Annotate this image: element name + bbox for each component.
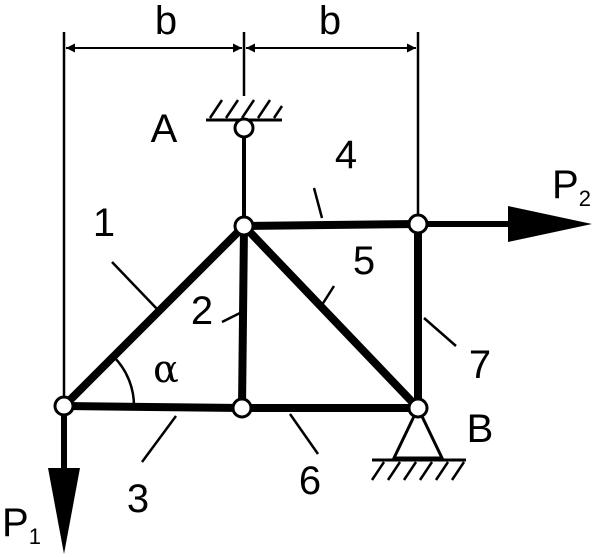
leader-member-2 — [221, 308, 247, 324]
dimension-label-left: b — [155, 0, 177, 43]
leader-lines — [111, 187, 457, 463]
leader-member-4 — [312, 187, 324, 219]
member-label-7: 7 — [469, 343, 491, 387]
load-label-p2: P2 — [552, 163, 591, 211]
leader-member-7 — [423, 317, 457, 347]
member-2 — [238, 222, 248, 412]
dimension-lines — [62, 32, 420, 404]
member-label-2: 2 — [191, 289, 213, 333]
member-4 — [240, 220, 422, 230]
load-p2-letter: P — [552, 163, 579, 207]
member-3 — [60, 402, 246, 412]
joint-top-right — [407, 213, 429, 235]
member-5 — [240, 222, 422, 412]
member-label-4: 4 — [335, 133, 357, 177]
leader-member-5 — [318, 285, 336, 309]
leader-member-3 — [140, 415, 178, 463]
joint-top-center — [233, 215, 255, 237]
node-label-a: A — [151, 107, 178, 151]
load-p2-subscript: 2 — [579, 186, 591, 211]
member-label-6: 6 — [299, 459, 321, 503]
truss-joints — [53, 117, 429, 419]
support-b-pin-icon — [370, 404, 466, 481]
member-label-1: 1 — [93, 201, 115, 245]
dimension-label-right: b — [319, 0, 341, 43]
joint-a — [233, 117, 255, 139]
load-label-p1: P1 — [2, 501, 41, 549]
member-1 — [60, 222, 248, 410]
load-p1-subscript: 1 — [29, 524, 41, 549]
joint-bottom-left — [53, 395, 75, 417]
load-p2-arrow — [418, 206, 592, 242]
member-label-3: 3 — [127, 477, 149, 521]
joint-b — [407, 397, 429, 419]
leader-member-6 — [288, 413, 320, 455]
node-label-b: B — [467, 407, 494, 451]
load-p1-letter: P — [2, 501, 29, 545]
truss-members — [60, 220, 422, 412]
angle-alpha-arc — [112, 355, 136, 407]
angle-label-alpha: α — [153, 347, 179, 391]
joint-bottom-center — [231, 397, 253, 419]
member-label-5: 5 — [353, 239, 375, 283]
leader-member-1 — [111, 261, 159, 311]
load-p1-arrow — [48, 406, 80, 554]
